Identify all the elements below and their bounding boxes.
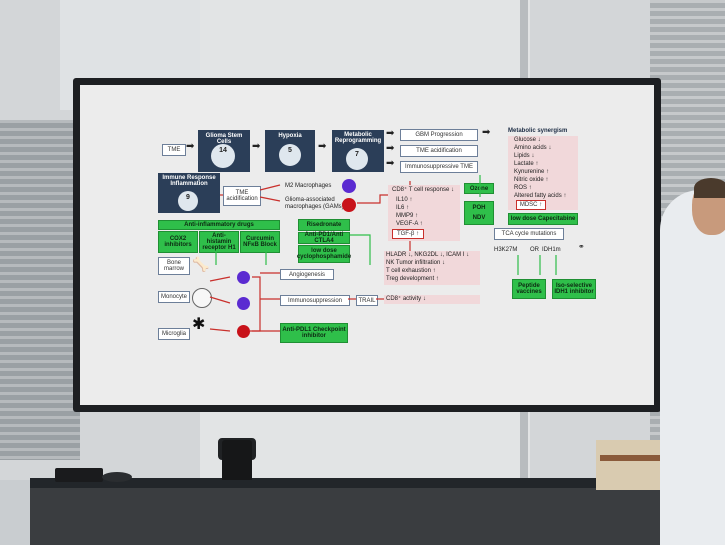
- hla-item-2: NK Tumor infiltration ↓: [386, 260, 446, 266]
- metabolic-synergism-title: Metabolic synergism: [508, 128, 568, 134]
- cd8-item-1: CD8⁺ T cell response ↓: [392, 187, 454, 193]
- gam-label: Glioma-associated macrophages (GAMs): [285, 197, 344, 210]
- hypoxia-icon: 5: [279, 144, 301, 166]
- arrow-5: ➡: [386, 143, 395, 154]
- metabolic-synergism-panel: [508, 136, 578, 210]
- arrow-1: ➡: [186, 141, 195, 152]
- tme-acidification-box: TME acidification: [400, 145, 478, 157]
- person-body: [660, 190, 725, 545]
- hla-item-4: Treg development ↑: [386, 276, 439, 282]
- arrow-7: ➡: [482, 127, 491, 138]
- cd8-activity-panel: [384, 295, 480, 304]
- person-hair: [694, 178, 725, 198]
- hla-item-3: T cell exhaustion ↑: [386, 268, 436, 274]
- met-item-7: ROS ↑: [514, 185, 532, 191]
- poh-ndv-box: POH NDV: [464, 201, 494, 225]
- cox2-box: COX2 inhibitors: [158, 231, 198, 253]
- met-item-5: Kynurenine ↑: [514, 169, 550, 175]
- met-item-3: Lipids ↓: [514, 153, 535, 159]
- immune-label: Immune Response Inflammation: [162, 175, 216, 187]
- low-dose-cyclophosphamide-box: low dose cyclophosphamide: [297, 245, 351, 263]
- m2-cell: [342, 179, 356, 193]
- desk-top: [30, 478, 725, 488]
- cd8-item-4: MMP9 ↑: [396, 213, 419, 219]
- immunosuppressive-tme-box: Immunosuppressive TME: [400, 161, 478, 173]
- monocyte-label: Monocyte: [158, 291, 190, 303]
- book-stack: [596, 440, 666, 490]
- purple-cell-2: [237, 297, 250, 310]
- poh-label: POH: [472, 205, 486, 211]
- hla-item-1: HLADR ↓, NKG2DL ↓, ICAM I ↓: [386, 252, 470, 258]
- connector-lines: [209, 175, 557, 332]
- angiogenesis-box: Angiogenesis: [280, 269, 334, 280]
- bone-marrow-label: Bone marrow: [158, 257, 190, 275]
- ndv-label: NDV: [472, 215, 486, 221]
- arrow-2: ➡: [252, 141, 261, 152]
- antihistamine-box: Anti-histamin receptor H1: [199, 231, 239, 253]
- cd8-item-2: IL10 ↑: [396, 197, 413, 203]
- met-item-1: Glucose ↓: [514, 137, 541, 143]
- mdsc-box: MDSC ↑: [516, 200, 546, 210]
- low-dose-capecitabine: low dose Capecitabine: [508, 213, 578, 225]
- dna-icon: ⚭: [578, 242, 585, 251]
- camera-stand: [222, 440, 252, 480]
- met-item-4: Lactate ↑: [514, 161, 539, 167]
- metabolic-label: Metabolic Reprogramming: [334, 132, 382, 144]
- glioma-stem-icon: 14: [211, 144, 235, 168]
- tca-cycle-box: TCA cycle mutations: [494, 228, 564, 240]
- cd8-item-3: IL6 ↑: [396, 205, 410, 211]
- arrow-4: ➡: [386, 128, 395, 139]
- tme-box: TME: [162, 144, 186, 156]
- immune-icon: 9: [178, 191, 198, 211]
- met-item-6: Nitric oxide ↑: [514, 177, 549, 183]
- cd8-item-5: VEGF-A ↑: [396, 221, 423, 227]
- metabolic-icon: 7: [346, 148, 368, 170]
- hypoxia-box: Hypoxia 5: [265, 130, 315, 172]
- h3k27m-label: H3K27M: [494, 247, 518, 253]
- hla-panel: [384, 251, 480, 285]
- window-blinds-left: [0, 120, 80, 460]
- immunosuppression-box: Immunosuppression: [280, 295, 350, 306]
- glioma-stem-label: Glioma Stem Cells: [205, 133, 243, 145]
- anti-inflammatory-title: Anti-inflammatory drugs: [158, 220, 280, 230]
- m2-macrophages-label: M2 Macrophages: [285, 183, 332, 189]
- router-device: [55, 468, 103, 482]
- gam-cell: [342, 198, 356, 212]
- anti-pdl1-box: Anti-PDL1 Checkpoint inhibitor: [280, 323, 348, 343]
- arrow-6: ➡: [386, 158, 395, 169]
- peptide-vaccines-box: Peptide vaccines: [512, 279, 546, 299]
- curcumin-box: Curcumin NFκB Block: [240, 231, 280, 253]
- immune-response-box: Immune Response Inflammation 9: [158, 173, 220, 213]
- risedronate-box: Risedronate: [298, 219, 350, 231]
- iso-selective-box: Iso-selective IDH1 inhibitor: [552, 279, 596, 299]
- gbm-progression-box: GBM Progression: [400, 129, 478, 141]
- anti-pd1-box: Anti-PD1/Anti CTLA4: [298, 232, 350, 244]
- idh1m-label: IDH1m: [542, 247, 561, 253]
- tme-acidification-left-box: TME acidification: [223, 186, 261, 206]
- glioma-stem-cells-box: Glioma Stem Cells 14: [198, 130, 250, 172]
- speaker-device: [102, 472, 132, 482]
- arrow-3: ➡: [318, 141, 327, 152]
- microglia-label: Microglia: [158, 328, 190, 340]
- desk: [30, 480, 725, 545]
- ozone-box: Ozone: [464, 183, 494, 194]
- bone-icon: 🦴: [192, 256, 210, 272]
- or-label: OR: [530, 247, 539, 253]
- red-cell: [237, 325, 250, 338]
- trail-box: TRAIL: [356, 295, 378, 306]
- metabolic-box: Metabolic Reprogramming 7: [332, 130, 384, 172]
- screen: TME Glioma Stem Cells 14 Hypoxia 5 Metab…: [80, 85, 654, 405]
- met-item-2: Amino acids ↓: [514, 145, 552, 151]
- book-spine: [600, 455, 660, 461]
- tgf-box: TGF-β ↑: [392, 229, 424, 239]
- met-item-8: Altered fatty acids ↑: [514, 193, 567, 199]
- hypoxia-label: Hypoxia: [278, 133, 302, 139]
- purple-cell-1: [237, 271, 250, 284]
- cd8-activity-label: CD8⁺ activity ↓: [386, 296, 426, 302]
